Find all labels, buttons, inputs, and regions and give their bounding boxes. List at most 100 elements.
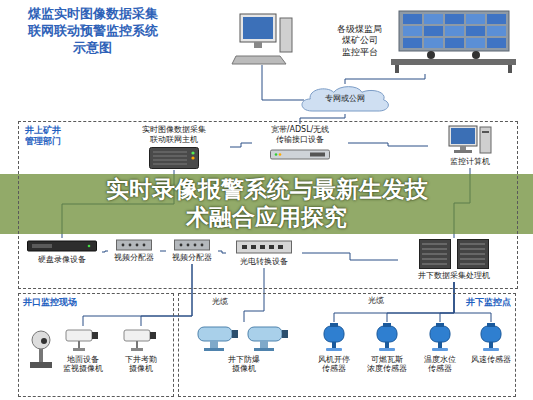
label-anchor: 光缆 <box>368 296 384 306</box>
icon-part <box>269 245 274 249</box>
connector <box>334 282 454 322</box>
icon-part <box>460 254 485 255</box>
camera-node: 地面设备 监视摄像机 <box>58 326 108 375</box>
splitter-icon <box>174 239 210 251</box>
icon-part <box>136 244 139 247</box>
node-caption: 光电转换设备 <box>240 257 288 267</box>
icon-part <box>143 244 146 247</box>
device-node: 硬盘录像设备 <box>22 238 102 266</box>
icon-part <box>458 240 489 269</box>
icon-part <box>460 259 485 260</box>
node-caption: 实时图像数据采集 联动联网主机 <box>138 125 210 145</box>
icon-part <box>78 341 80 349</box>
icon-part <box>403 38 422 48</box>
icon-part <box>210 341 218 348</box>
wall-icon <box>391 9 516 73</box>
icon-part <box>153 160 187 161</box>
icon-part <box>237 241 292 253</box>
camera-lens <box>41 338 47 344</box>
connector <box>230 143 252 147</box>
sensor-icon <box>369 323 405 353</box>
connector <box>300 114 345 124</box>
connector <box>141 264 192 326</box>
icon-part <box>275 153 278 156</box>
icon-part <box>136 341 138 349</box>
icon-part <box>422 259 447 260</box>
network-cloud: 专网或公网 <box>298 84 392 114</box>
icon-part <box>204 348 224 351</box>
icon-part <box>466 26 485 36</box>
icon-part <box>489 342 493 348</box>
icon-part <box>483 348 499 351</box>
connector <box>387 282 454 322</box>
banner-band: 实时录像报警系统与最新生发技术融合应用探究 <box>0 174 533 234</box>
camera-node: 井下防爆 摄像机 <box>186 322 302 375</box>
sensor-icon <box>422 323 458 353</box>
region-box: 井下监控点井下防爆 摄像机风机开停 传感器可燃瓦斯 浓度传感器温度水位 传感器风… <box>178 293 516 397</box>
icon-part <box>422 264 447 265</box>
camera-node: 下井考勤 摄像机 <box>114 326 168 375</box>
icon-part <box>449 126 477 146</box>
icon-part <box>260 245 265 249</box>
icon-part <box>191 156 194 159</box>
icon-part <box>508 65 512 73</box>
icon-part <box>377 326 397 342</box>
icon-part <box>251 245 256 249</box>
icon-part <box>28 241 97 251</box>
node-caption: 井下防爆 摄像机 <box>224 355 264 374</box>
optic-icon <box>236 239 292 255</box>
node-caption: 温度水位 传感器 <box>420 355 460 374</box>
icon-part <box>438 342 442 348</box>
banner-anchor: 实时录像报警系统与最新生发技术融合应用探究 <box>0 174 533 234</box>
icon-part <box>175 240 210 250</box>
icon-part <box>124 330 150 341</box>
icon-part <box>480 127 491 153</box>
region-box: 井口监控现场地面设备 监视摄像机下井考勤 摄像机 <box>18 293 174 397</box>
icon-part <box>460 146 466 150</box>
icon-part <box>445 26 464 36</box>
icon-part <box>460 244 485 245</box>
icon-part <box>430 326 450 342</box>
icon-part <box>248 327 282 341</box>
node-caption: 专网或公网 <box>325 94 365 104</box>
icon-part <box>198 327 232 341</box>
node-caption: 视频分配器 <box>172 253 212 263</box>
icon-part <box>150 332 156 339</box>
device-node: 井下数据采集处理机 <box>398 238 510 282</box>
icon-part <box>122 244 125 247</box>
icon-part <box>92 332 98 339</box>
label-anchor: 光缆 <box>212 297 228 307</box>
connector <box>218 251 226 253</box>
icon-part <box>391 59 516 65</box>
icon-part <box>66 330 92 341</box>
icon-part <box>129 244 132 247</box>
icon-part <box>427 51 435 59</box>
icon-part <box>466 38 485 48</box>
computer-icon <box>232 14 292 64</box>
node-caption: 井下数据采集处理机 <box>418 271 490 281</box>
node-caption: 下井考勤 摄像机 <box>121 355 161 374</box>
icon-part <box>150 148 199 169</box>
pc-tower <box>280 18 292 52</box>
icon-part <box>383 323 391 327</box>
icon-part <box>466 14 485 24</box>
icon-part <box>117 240 152 250</box>
icon-part <box>472 51 480 59</box>
monitor-stand <box>254 42 262 48</box>
device-node: 实时图像数据采集 联动联网主机 <box>118 124 230 170</box>
icon-part <box>436 323 444 327</box>
sensor-node: 风速传感器 <box>468 322 514 365</box>
icon-part <box>279 153 282 156</box>
icon-part <box>432 348 448 351</box>
device-icon <box>270 147 330 161</box>
cable-label: 光缆 <box>368 296 384 306</box>
node-caption: 各级煤监局 煤矿公司 监控平台 <box>335 24 385 58</box>
icon-part <box>451 128 475 144</box>
icon-part <box>460 264 485 265</box>
device-node: 监控计算机 <box>428 124 512 168</box>
sensor-node: 风机开停 传感器 <box>310 322 358 375</box>
node-caption: 风速传感器 <box>470 355 512 364</box>
splitter-icon <box>116 239 152 251</box>
connector <box>302 253 398 260</box>
